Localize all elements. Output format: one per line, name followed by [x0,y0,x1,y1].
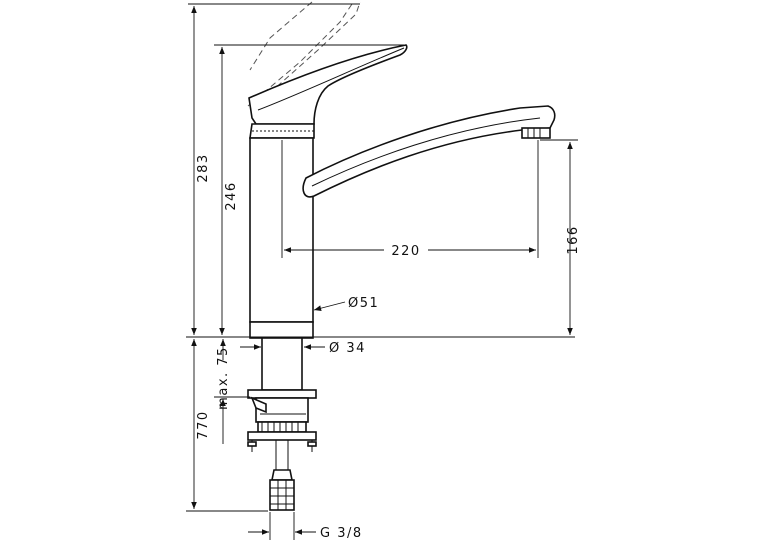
faucet-body [249,137,314,339]
body-collar [249,123,315,139]
dimension-spout-reach: 220 [281,140,539,259]
lever-handle [248,44,408,125]
dimension-label-g38: G 3/8 [320,526,363,541]
dimension-label-d51: Ø51 [348,296,379,311]
dimension-label-max75: max. 75 [216,346,231,410]
mounting-shank [247,337,317,452]
lever-raised-ghost [247,1,361,107]
dimension-max-thickness: max. 75 [214,339,250,444]
supply-hose [269,440,295,511]
dimension-thread-size: G 3/8 [248,512,363,541]
spout [302,105,556,198]
dimension-total-height: 283 [188,3,360,335]
dimension-label-220: 220 [391,244,420,259]
dimension-spout-height: 166 [540,139,581,335]
mounting-nut-teeth [261,422,299,432]
dimension-hose-length: 770 [186,339,268,512]
dimension-label-283: 283 [196,153,211,182]
dimension-label-770: 770 [196,410,211,439]
dimension-body-diameter: Ø51 [313,296,379,311]
dimension-shank-diameter: Ø 34 [240,341,366,356]
dimension-body-height: 246 [214,44,404,335]
dimension-label-166: 166 [566,225,581,254]
dimension-label-246: 246 [224,181,239,210]
dimension-label-d34: Ø 34 [329,341,366,356]
